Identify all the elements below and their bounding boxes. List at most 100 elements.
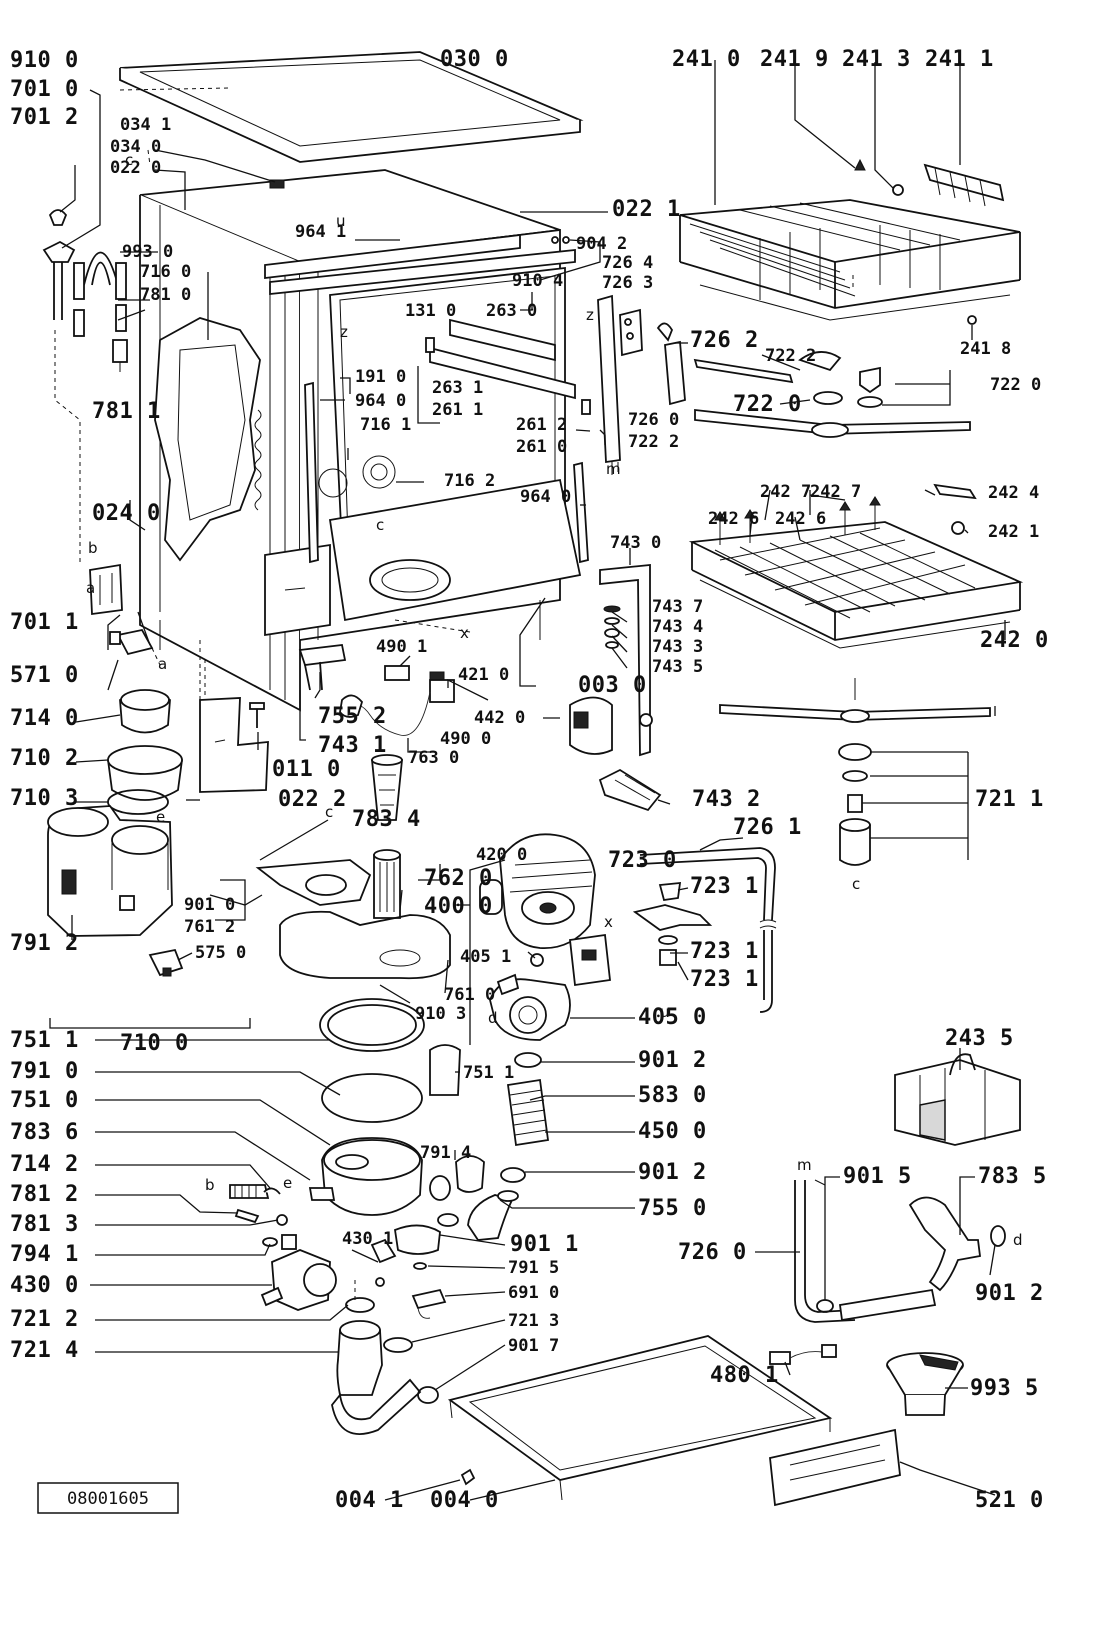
callout-label: 993 0 <box>122 242 173 262</box>
letter-marker: x <box>604 913 613 931</box>
letter-marker: u <box>660 1003 670 1021</box>
left-small-parts-drawing <box>42 209 128 616</box>
callout-label: 430 0 <box>10 1273 79 1298</box>
callout-label: 575 0 <box>195 943 246 963</box>
callout-label: 743 4 <box>652 617 703 637</box>
softener-drawing <box>47 689 183 937</box>
callout-label: 421 0 <box>458 665 509 685</box>
callout-label: 242 6 <box>708 509 759 529</box>
air-duct-drawing <box>569 564 662 812</box>
wash-motor-drawing <box>479 833 611 1041</box>
callout-label: 521 0 <box>975 1488 1044 1513</box>
callout-label: 261 0 <box>516 437 567 457</box>
callout-label: 263 1 <box>432 378 483 398</box>
callout-label: 243 5 <box>945 1026 1014 1051</box>
callout-label: 490 0 <box>440 729 491 749</box>
callout-label: 910 4 <box>512 271 563 291</box>
letter-marker: m <box>797 1156 812 1174</box>
foot-bracket-drawing <box>199 660 269 793</box>
callout-label: 024 0 <box>92 501 161 526</box>
callout-label: 714 2 <box>10 1152 79 1177</box>
callout-label: 405 1 <box>460 947 511 967</box>
callout-label: 791 0 <box>10 1059 79 1084</box>
callout-label: 241 9 <box>760 47 829 72</box>
letter-marker: d <box>488 1009 498 1027</box>
callout-label: 721 4 <box>10 1338 79 1363</box>
drain-pump-drawing <box>260 1234 337 1311</box>
letter-marker: a <box>86 579 95 597</box>
callout-label: 743 7 <box>652 597 703 617</box>
callout-label: 901 0 <box>184 895 235 915</box>
cutlery-basket-drawing <box>894 1053 1021 1146</box>
callout-label: 751 1 <box>463 1063 514 1083</box>
letter-marker: d <box>1013 1231 1023 1249</box>
callout-label: 901 5 <box>843 1164 912 1189</box>
letter-marker: u <box>336 212 346 230</box>
hinge-parts-drawing <box>551 236 686 475</box>
callout-label: 714 0 <box>10 706 79 731</box>
callout-label: 450 0 <box>638 1119 707 1144</box>
spray-pipe-drawing <box>632 847 777 1013</box>
callout-label: 763 0 <box>408 748 459 768</box>
callout-label: 723 0 <box>608 848 677 873</box>
hoses-drawing <box>370 1190 519 1287</box>
callout-label: 726 3 <box>602 273 653 293</box>
callout-label: 022 0 <box>110 158 161 178</box>
callout-label: 442 0 <box>474 708 525 728</box>
callout-label: 191 0 <box>355 367 406 387</box>
letter-marker: c <box>125 151 133 169</box>
filters-drawing <box>255 754 403 919</box>
letter-marker: b <box>88 539 98 557</box>
callout-label: 781 1 <box>92 399 161 424</box>
callout-label: 701 0 <box>10 77 79 102</box>
leader-lines <box>49 60 1006 1501</box>
callout-label: 743 2 <box>692 787 761 812</box>
callout-label: 691 0 <box>508 1283 559 1303</box>
callout-label: 716 0 <box>140 262 191 282</box>
callout-label: 261 1 <box>432 400 483 420</box>
callout-label: 910 3 <box>415 1004 466 1024</box>
callout-label: 743 0 <box>610 533 661 553</box>
callout-label: 716 2 <box>444 471 495 491</box>
callout-label: 034 1 <box>120 115 171 135</box>
callout-label: 781 2 <box>10 1182 79 1207</box>
callout-label: 241 1 <box>925 47 994 72</box>
callout-label: 430 1 <box>342 1229 393 1249</box>
callout-label: 022 1 <box>612 197 681 222</box>
sensor-575-drawing <box>148 948 184 977</box>
callout-label: 716 1 <box>360 415 411 435</box>
letter-marker: c <box>376 516 384 534</box>
reference-code: 08001605 <box>67 1489 149 1509</box>
callout-label: 242 7 <box>760 482 811 502</box>
callout-label: 722 0 <box>990 375 1041 395</box>
level-switch-drawing <box>411 1262 447 1319</box>
callout-label: 901 1 <box>510 1232 579 1257</box>
lower-rack-drawing <box>688 483 1024 649</box>
callout-label: 964 0 <box>520 487 571 507</box>
callout-label: 701 1 <box>10 610 79 635</box>
callout-label: 721 1 <box>975 787 1044 812</box>
callout-label: 901 2 <box>638 1160 707 1185</box>
letter-marker: m <box>606 460 621 478</box>
callout-label: 901 7 <box>508 1336 559 1356</box>
reference-box: 08001605 <box>37 1482 179 1514</box>
letter-marker: c <box>852 875 860 893</box>
outlet-assembly-drawing <box>331 1297 439 1435</box>
callout-label: 011 0 <box>272 757 341 782</box>
callout-label: 726 1 <box>733 815 802 840</box>
letter-marker: e <box>283 1174 292 1192</box>
callout-label: 726 2 <box>690 328 759 353</box>
callout-label: 794 1 <box>10 1242 79 1267</box>
callout-label: 242 0 <box>980 628 1049 653</box>
callout-label: 726 0 <box>678 1240 747 1265</box>
callout-label: 571 0 <box>10 663 79 688</box>
callout-label: 003 0 <box>578 673 647 698</box>
letter-marker: c <box>325 803 333 821</box>
base-plate-drawing <box>447 1335 833 1501</box>
callout-label: 722 2 <box>628 432 679 452</box>
callout-label: 791 2 <box>10 931 79 956</box>
lower-pipe-drawing <box>794 1179 1006 1323</box>
funnel-drawing <box>886 1352 964 1416</box>
